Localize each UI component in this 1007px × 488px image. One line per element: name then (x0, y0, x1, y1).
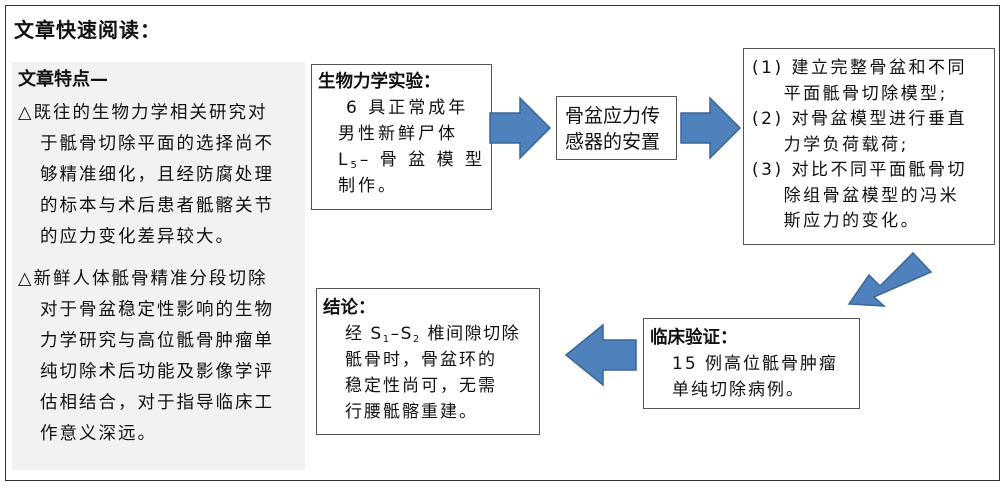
steps-list: (1) 建立完整骨盆和不同 平面骶骨切除模型; (2) 对骨盆模型进行垂直 力学… (752, 56, 994, 235)
text-line: 力学负荷载荷; (752, 134, 909, 155)
text-line: 估相结合，对于指导临床工 (40, 393, 274, 413)
text-line: (3) 对比不同平面骶骨切 (752, 160, 967, 180)
text-part: –S (390, 324, 413, 344)
text-part: 椎间隙切除 (420, 324, 521, 344)
text-line: 于骶骨切除平面的选择尚不 (40, 134, 274, 154)
subscript: 2 (412, 334, 421, 345)
text-line: 行腰骶髂重建。 (345, 402, 478, 422)
text-line: 15 例高位骶骨肿瘤 (672, 354, 839, 374)
text-line: 够精准细化，且经防腐处理 (40, 165, 274, 185)
page-title: 文章快速阅读： (14, 18, 161, 42)
text-line: 的应力变化差异较大。 (40, 227, 235, 247)
text-line: 男性新鲜尸体 (338, 124, 458, 144)
feature-bullet-2: △新鲜人体骶骨精准分段切除 对于骨盆稳定性影响的生物 力学研究与高位骶骨肿瘤单 … (18, 264, 274, 450)
text-line: (2) 对骨盆模型进行垂直 (752, 109, 967, 129)
subscript: 5 (350, 160, 360, 171)
features-panel: 文章特点— △既往的生物力学相关研究对 于骶骨切除平面的选择尚不 够精准细化，且… (12, 62, 305, 470)
box-title: 结论： (323, 298, 376, 318)
box-title: 生物力学实验： (318, 72, 441, 92)
text-line: 纯切除术后功能及影像学评 (40, 362, 274, 382)
text-line: 除组骨盆模型的冯米 (752, 185, 960, 206)
box-title: 临床验证： (650, 328, 738, 348)
text-line: 力学研究与高位骶骨肿瘤单 (40, 331, 274, 351)
text-line: 经 S1–S2 椎间隙切除 (323, 321, 539, 347)
text-line: (1) 建立完整骨盆和不同 (752, 58, 967, 78)
box-biomechanical-experiment: 生物力学实验： 6 具正常成年 男性新鲜尸体 L5– 骨 盆 模 型 制作。 (311, 64, 492, 210)
outer-border (5, 5, 1000, 481)
text-line: 平面骶骨切除模型; (752, 83, 948, 104)
text-line: △新鲜人体骶骨精准分段切除 (18, 269, 268, 289)
arrow-left-icon (564, 323, 637, 387)
text-line: △既往的生物力学相关研究对 (18, 103, 268, 123)
text-line: 对于骨盆稳定性影响的生物 (40, 300, 274, 320)
text-line: 感器的安置 (565, 131, 661, 153)
text-line: L5– 骨 盆 模 型 (318, 147, 491, 173)
text-line: 稳定性尚可，无需 (345, 376, 497, 396)
box-conclusion: 结论： 经 S1–S2 椎间隙切除 骶骨时，骨盆环的 稳定性尚可，无需 行腰骶髂… (316, 288, 540, 435)
text-line: 的标本与术后患者骶髂关节 (40, 196, 274, 216)
text-line: 骨盆应力传 (565, 105, 661, 127)
text-part: L (338, 150, 351, 170)
text-line: 骶骨时，骨盆环的 (345, 350, 497, 370)
text-part: 经 S (345, 324, 383, 344)
text-line: 6 具正常成年 (346, 98, 469, 118)
arrow-down-left-icon (847, 251, 933, 307)
arrow-right-icon (680, 96, 742, 160)
text-line: 制作。 (338, 176, 398, 196)
box-sensor-placement: 骨盆应力传 感器的安置 (556, 96, 677, 160)
features-heading: 文章特点— (18, 69, 108, 90)
subscript: 1 (382, 334, 391, 345)
text-line: 单纯切除病例。 (672, 380, 805, 400)
text-line: 作意义深远。 (40, 424, 157, 444)
box-experiment-steps: (1) 建立完整骨盆和不同 平面骶骨切除模型; (2) 对骨盆模型进行垂直 力学… (743, 48, 995, 245)
arrow-right-icon (489, 96, 552, 160)
box-clinical-validation: 临床验证： 15 例高位骶骨肿瘤 单纯切除病例。 (643, 318, 860, 409)
text-line: 斯应力的变化。 (752, 211, 921, 231)
feature-bullet-1: △既往的生物力学相关研究对 于骶骨切除平面的选择尚不 够精准细化，且经防腐处理 … (18, 98, 274, 253)
text-part: – 骨 盆 模 型 (359, 150, 485, 170)
